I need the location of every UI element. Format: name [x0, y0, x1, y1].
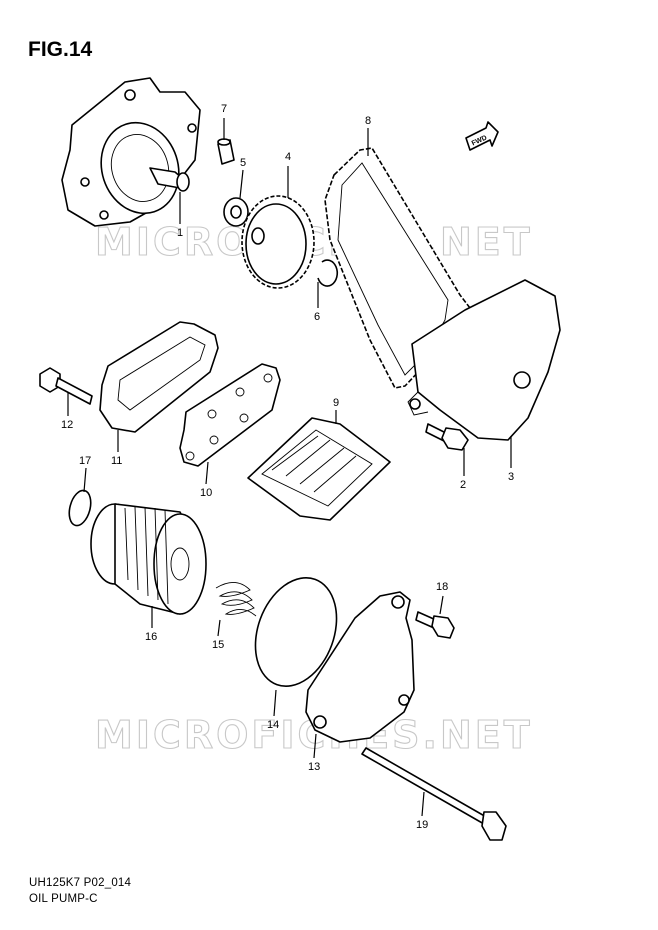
filter-cap: [305, 591, 415, 743]
callout-11: 11: [111, 455, 122, 467]
figure-title: FIG.14: [28, 38, 93, 61]
leader-lines: [67, 118, 512, 817]
circlip: [317, 259, 339, 287]
filter-spring: [215, 582, 257, 617]
cap-bolt-long: [361, 747, 507, 841]
o-ring-large: [254, 576, 338, 688]
callout-7: 7: [221, 103, 227, 115]
callout-14: 14: [267, 719, 279, 731]
o-ring-small: [68, 489, 92, 527]
callout-2: 2: [460, 479, 466, 491]
callout-5: 5: [240, 157, 246, 169]
callout-4: 4: [285, 151, 291, 163]
spacer-bolt: [39, 367, 93, 405]
footer-name: OIL PUMP-C: [29, 893, 98, 905]
callout-8: 8: [365, 115, 371, 127]
callout-16: 16: [145, 631, 157, 643]
callout-13: 13: [308, 761, 320, 773]
fwd-direction-arrow-icon: FWD: [465, 121, 499, 151]
oil-strainer: [247, 417, 391, 521]
callout-19: 19: [416, 819, 428, 831]
footer-code: UH125K7 P02_014: [29, 877, 132, 889]
pump-spacer-plate: [99, 321, 219, 433]
oil-pump-body: [61, 77, 201, 227]
callout-1: 1: [177, 227, 183, 239]
oil-filter: [90, 503, 207, 615]
callout-9: 9: [333, 397, 339, 409]
pump-drive-sprocket: [241, 195, 315, 289]
chain-guide-bracket: [407, 279, 561, 441]
washer: [223, 197, 249, 227]
callout-3: 3: [508, 471, 514, 483]
dowel-pin: [217, 138, 235, 165]
callout-numbers: 1 2 3 4 5 6 7 8 9 10 11 12 13 14 15 16 1…: [61, 103, 514, 831]
callout-18: 18: [436, 581, 448, 593]
spacer-gasket: [179, 363, 281, 467]
callout-17: 17: [79, 455, 91, 467]
callout-15: 15: [212, 639, 224, 651]
cap-bolt-short: [415, 611, 455, 639]
callout-6: 6: [314, 311, 320, 323]
guide-bolt: [425, 423, 469, 451]
callout-12: 12: [61, 419, 73, 431]
callout-10: 10: [200, 487, 212, 499]
